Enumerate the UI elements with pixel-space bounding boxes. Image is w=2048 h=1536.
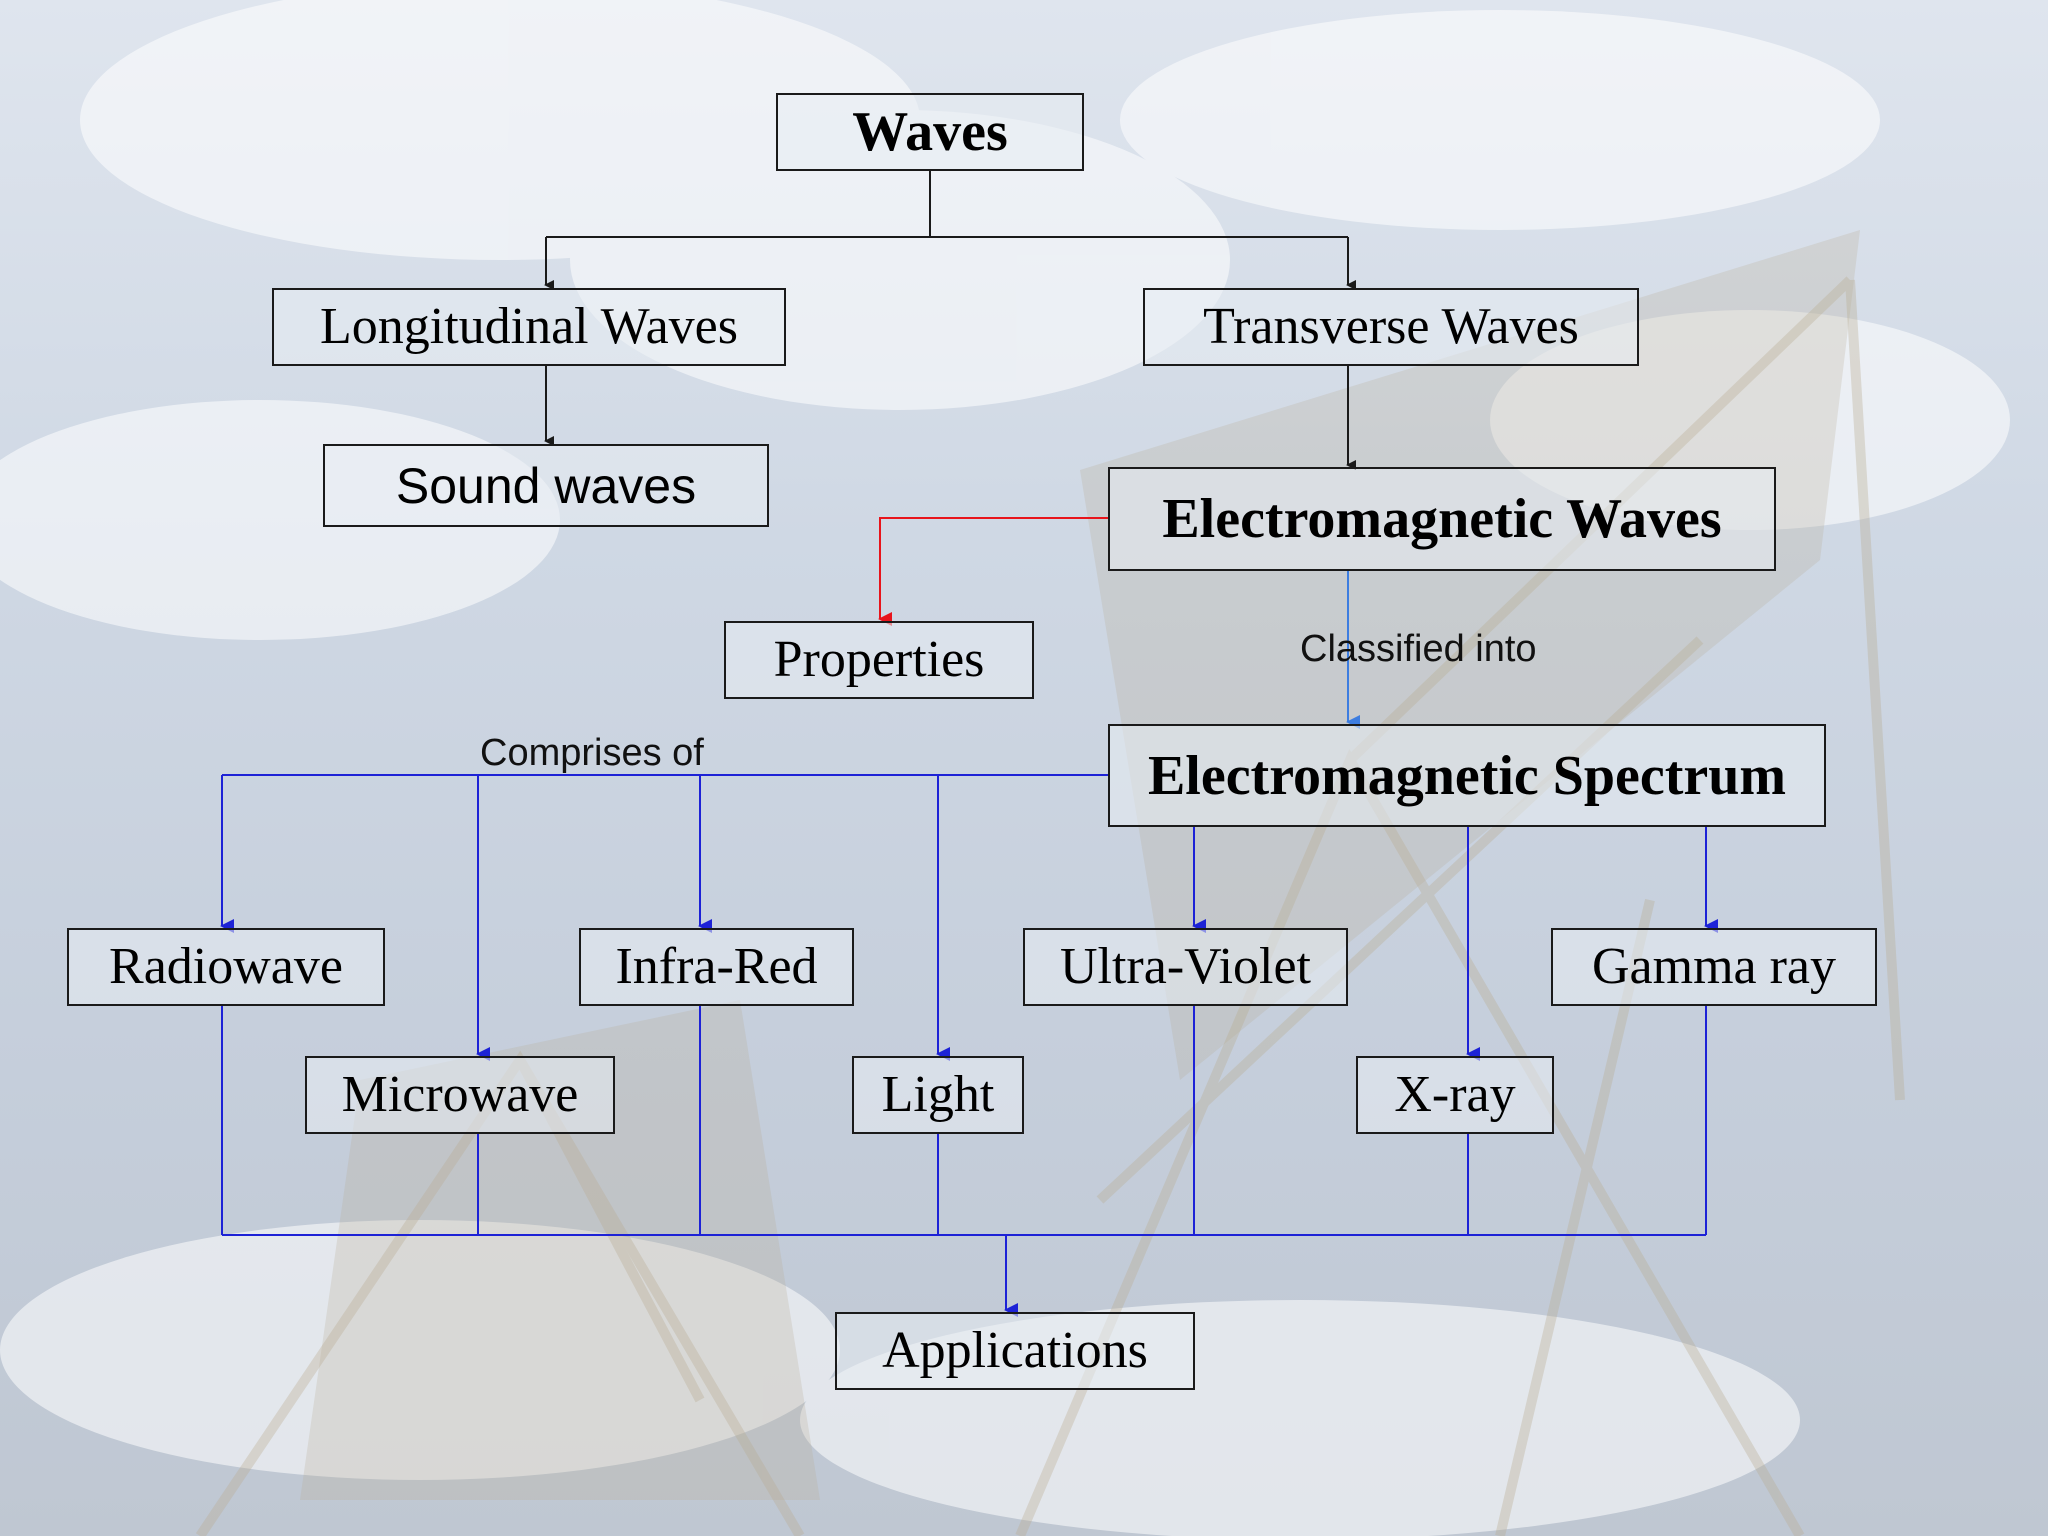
node-light: Light [852, 1056, 1024, 1134]
node-properties: Properties [724, 621, 1034, 699]
node-infra-red: Infra-Red [579, 928, 854, 1006]
node-ultra-violet: Ultra-Violet [1023, 928, 1348, 1006]
node-transverse-waves: Transverse Waves [1143, 288, 1639, 366]
edge-em-to-properties [878, 517, 1110, 626]
node-applications: Applications [835, 1312, 1195, 1390]
node-longitudinal-waves: Longitudinal Waves [272, 288, 786, 366]
node-electromagnetic-waves: Electromagnetic Waves [1108, 467, 1776, 571]
label-comprises-of: Comprises of [480, 732, 704, 774]
node-gamma-ray: Gamma ray [1551, 928, 1877, 1006]
label-classified-into: Classified into [1300, 628, 1537, 670]
node-electromagnetic-spectrum: Electromagnetic Spectrum [1108, 724, 1826, 827]
node-microwave: Microwave [305, 1056, 615, 1134]
node-x-ray: X-ray [1356, 1056, 1554, 1134]
node-radiowave: Radiowave [67, 928, 385, 1006]
node-sound-waves: Sound waves [323, 444, 769, 527]
node-waves: Waves [776, 93, 1084, 171]
